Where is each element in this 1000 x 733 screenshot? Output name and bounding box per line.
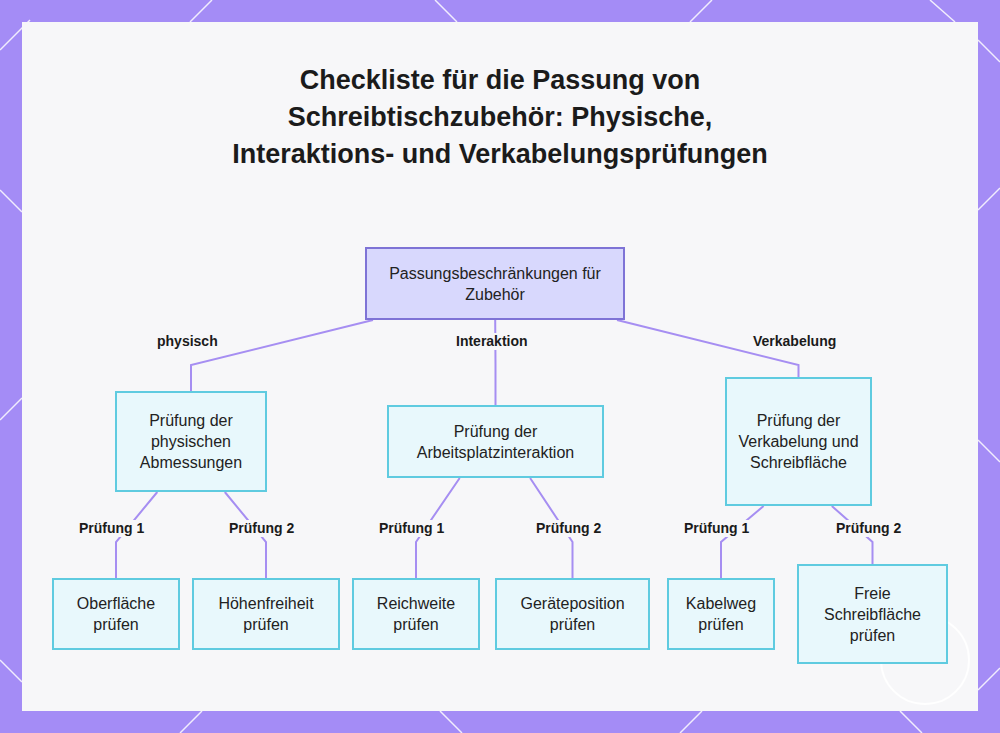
edge-label: physisch (154, 333, 221, 350)
check-box: Reichweite prüfen (352, 578, 480, 650)
edge-label: Prüfung 1 (76, 520, 147, 537)
decor-line (190, 0, 212, 22)
connector-line (191, 320, 373, 391)
root-box: Passungsbeschränkungen für Zubehör (365, 247, 625, 320)
box-text: Höhenfreiheit prüfen (202, 593, 330, 635)
decor-line (978, 188, 1000, 210)
decor-line (0, 398, 22, 420)
edge-label: Prüfung 2 (533, 520, 604, 537)
box-text: Prüfung der physischen Abmessungen (125, 410, 257, 473)
decor-line (440, 711, 462, 733)
check-box: Prüfung der Verkabelung und Schreibfläch… (725, 377, 872, 506)
diagram-title: Checkliste für die Passung von Schreibti… (230, 62, 770, 173)
edge-label: Interaktion (453, 333, 531, 350)
decor-line (900, 711, 922, 733)
box-text: Prüfung der Arbeitsplatzinteraktion (397, 421, 594, 463)
check-box: Kabelweg prüfen (667, 578, 775, 650)
box-text: Reichweite prüfen (362, 593, 470, 635)
edge-label: Verkabelung (750, 333, 839, 350)
box-text: Kabelweg prüfen (677, 593, 765, 635)
decor-line (680, 711, 702, 733)
edge-label: Prüfung 1 (376, 520, 447, 537)
check-box: Prüfung der physischen Abmessungen (115, 391, 267, 492)
check-box: Prüfung der Arbeitsplatzinteraktion (387, 405, 604, 478)
decor-line (978, 40, 1000, 62)
decor-line (690, 0, 712, 22)
box-text: Geräteposition prüfen (505, 593, 640, 635)
check-box: Freie Schreibfläche prüfen (797, 564, 948, 664)
check-box: Geräteposition prüfen (495, 578, 650, 650)
check-box: Oberfläche prüfen (52, 578, 180, 650)
box-text: Freie Schreibfläche prüfen (807, 583, 938, 646)
box-text: Oberfläche prüfen (62, 593, 170, 635)
connector-line (721, 506, 764, 578)
decor-line (978, 668, 1000, 690)
box-text: Passungsbeschränkungen für Zubehör (375, 263, 615, 305)
decor-line (180, 711, 202, 733)
decor-line (0, 660, 22, 682)
edge-label: Prüfung 1 (681, 520, 752, 537)
decor-line (435, 0, 457, 22)
decor-line (978, 440, 1000, 462)
edge-label: Prüfung 2 (833, 520, 904, 537)
edge-label: Prüfung 2 (226, 520, 297, 537)
check-box: Höhenfreiheit prüfen (192, 578, 340, 650)
decor-line (930, 0, 955, 22)
decor-line (0, 190, 22, 212)
box-text: Prüfung der Verkabelung und Schreibfläch… (735, 410, 862, 473)
